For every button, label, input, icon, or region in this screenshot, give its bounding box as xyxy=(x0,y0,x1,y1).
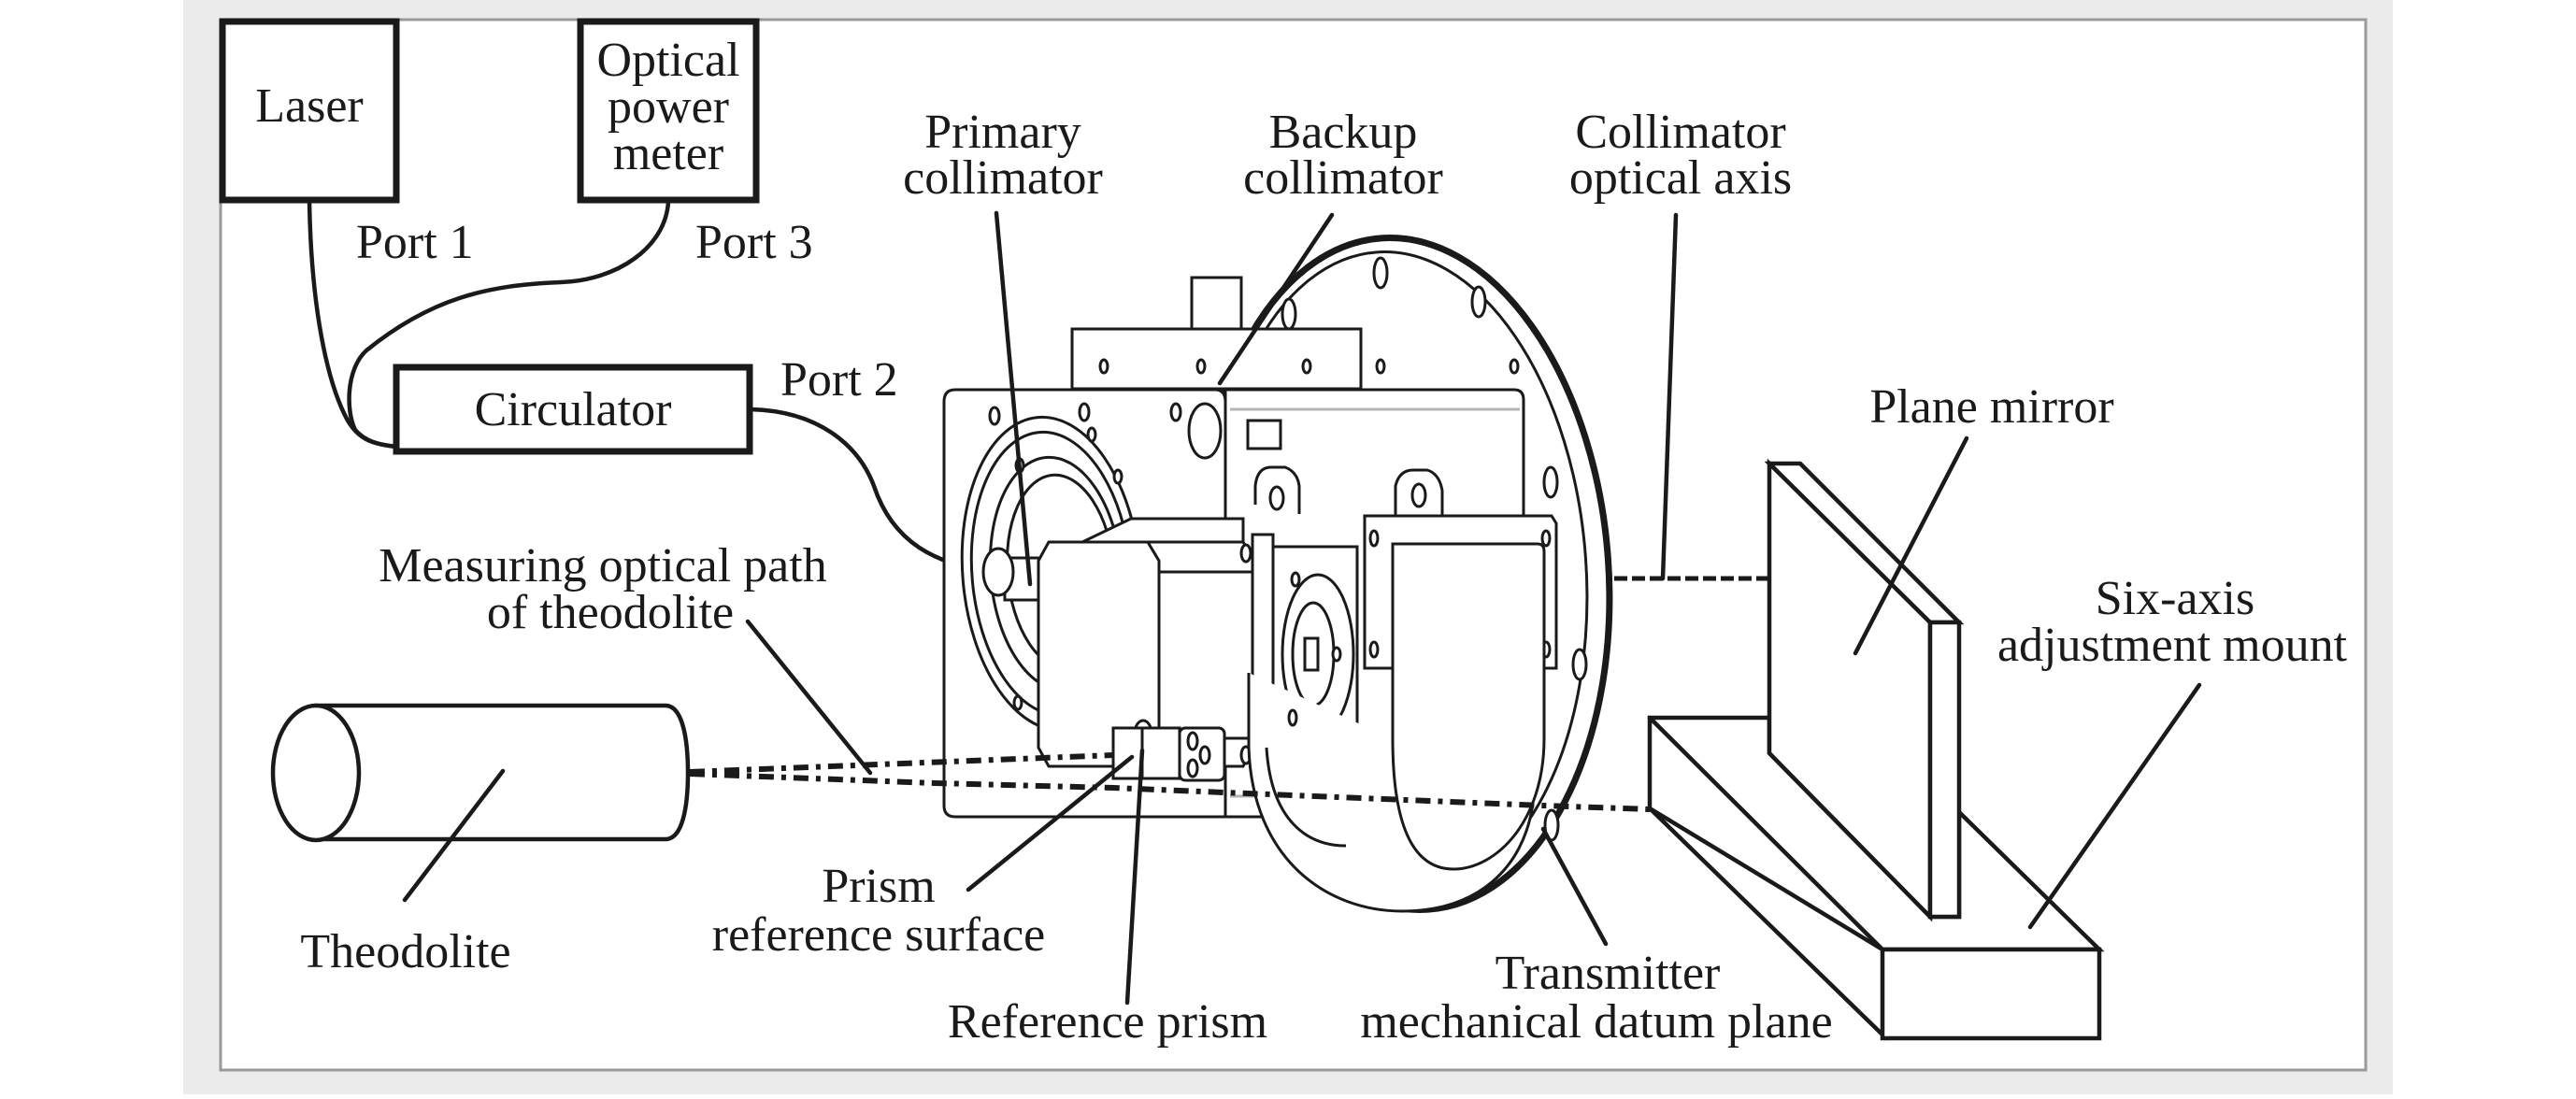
label-backup-collimator-line2: collimator xyxy=(1243,151,1443,205)
transmitter-assembly xyxy=(942,235,1613,913)
label-prism-ref-line1: Prism xyxy=(822,860,935,913)
label-measuring-path-line1: Measuring optical path xyxy=(379,539,826,592)
label-collimator-axis-line2: optical axis xyxy=(1569,151,1792,205)
theodolite xyxy=(270,703,691,843)
reference-prism xyxy=(1111,719,1226,782)
leader-collimator-optical-axis xyxy=(1660,212,1679,581)
power-meter-label-line3: meter xyxy=(613,127,723,180)
circulator-box: Circulator xyxy=(393,364,753,455)
label-primary-collimator-line2: collimator xyxy=(903,151,1103,205)
label-prism-ref-line2: reference surface xyxy=(712,908,1045,962)
label-six-axis-line2: adjustment mount xyxy=(1997,619,2348,672)
label-theodolite: Theodolite xyxy=(300,925,510,978)
leader-backup-collimator xyxy=(1217,212,1335,386)
label-measuring-path-line2: of theodolite xyxy=(487,586,734,639)
port2-label: Port 2 xyxy=(780,353,898,407)
label-six-axis-line1: Six-axis xyxy=(2096,572,2254,625)
leader-transmitter-datum xyxy=(1540,826,1609,947)
laser-box: Laser xyxy=(219,18,400,204)
label-transmitter-line1: Transmitter xyxy=(1496,947,1721,1000)
label-primary-collimator-line1: Primary xyxy=(924,106,1081,159)
leader-primary-collimator xyxy=(994,210,1033,587)
port3-label: Port 3 xyxy=(695,216,813,269)
power-meter-label-line2: power xyxy=(608,80,729,134)
label-reference-prism: Reference prism xyxy=(948,995,1267,1049)
leader-measuring-path xyxy=(745,619,873,776)
port1-label: Port 1 xyxy=(356,216,474,269)
leader-reference-prism xyxy=(1124,748,1145,1006)
label-backup-collimator-line1: Backup xyxy=(1269,106,1418,159)
leader-theodolite xyxy=(402,768,506,903)
backup-collimator xyxy=(1190,276,1243,331)
leader-plane-mirror xyxy=(1853,435,1969,656)
label-transmitter-line2: mechanical datum plane xyxy=(1360,995,1832,1049)
leader-prism-reference-surface xyxy=(966,754,1135,892)
circulator-label: Circulator xyxy=(475,383,672,436)
optical-power-meter-box: Optical power meter xyxy=(577,18,760,204)
power-meter-label-line1: Optical xyxy=(596,34,739,87)
plane-mirror xyxy=(1764,458,1965,922)
label-plane-mirror: Plane mirror xyxy=(1869,380,2113,434)
fiber-port3 xyxy=(347,199,671,450)
laser-label: Laser xyxy=(255,79,363,133)
label-collimator-axis-line1: Collimator xyxy=(1575,106,1785,159)
leader-six-axis-mount xyxy=(2027,682,2202,930)
